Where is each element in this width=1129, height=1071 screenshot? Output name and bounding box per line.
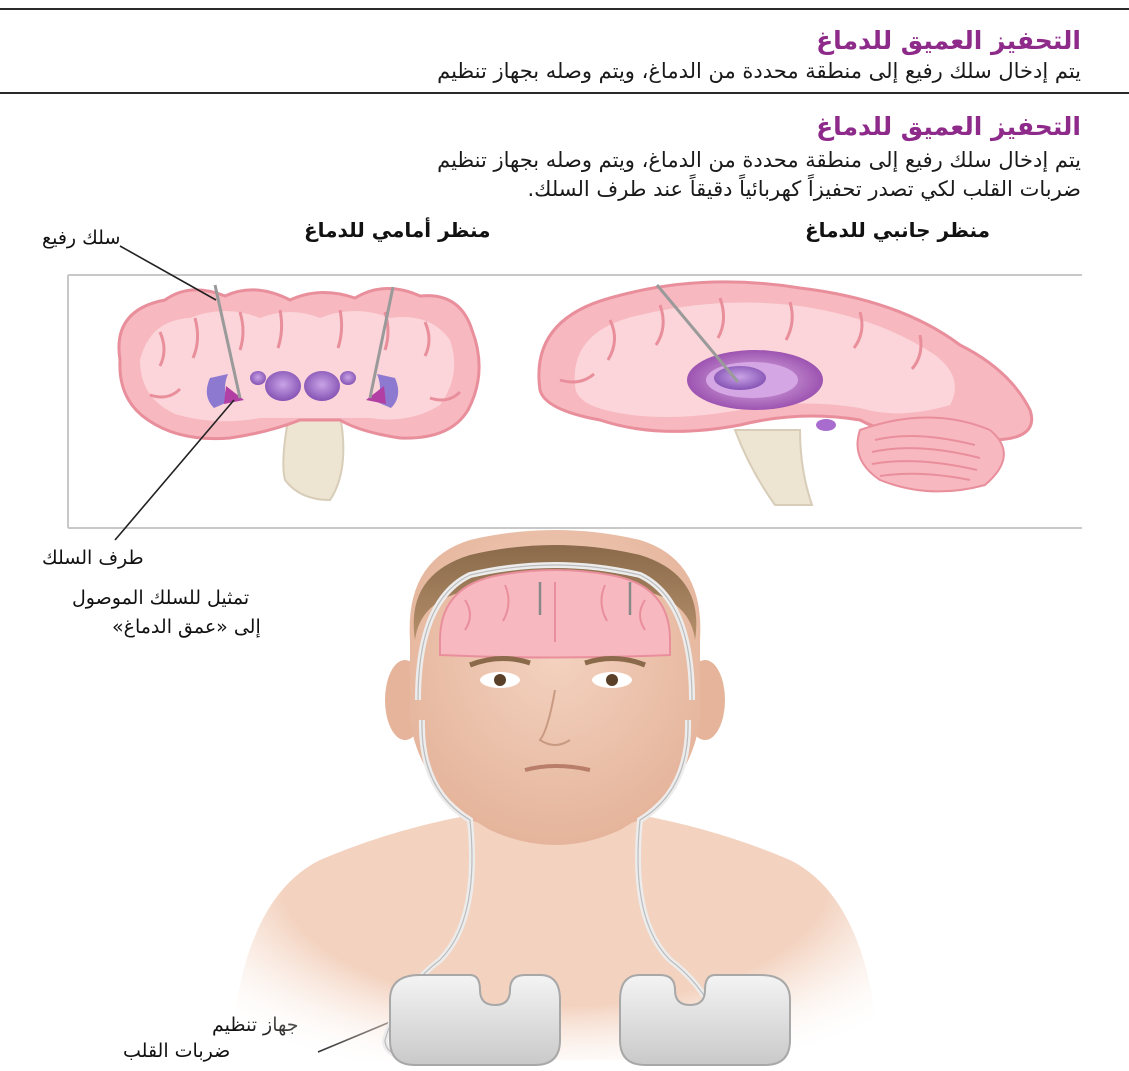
front-brain-view <box>119 285 479 500</box>
side-brain-view <box>539 282 1032 505</box>
cerebellum <box>858 418 1004 492</box>
